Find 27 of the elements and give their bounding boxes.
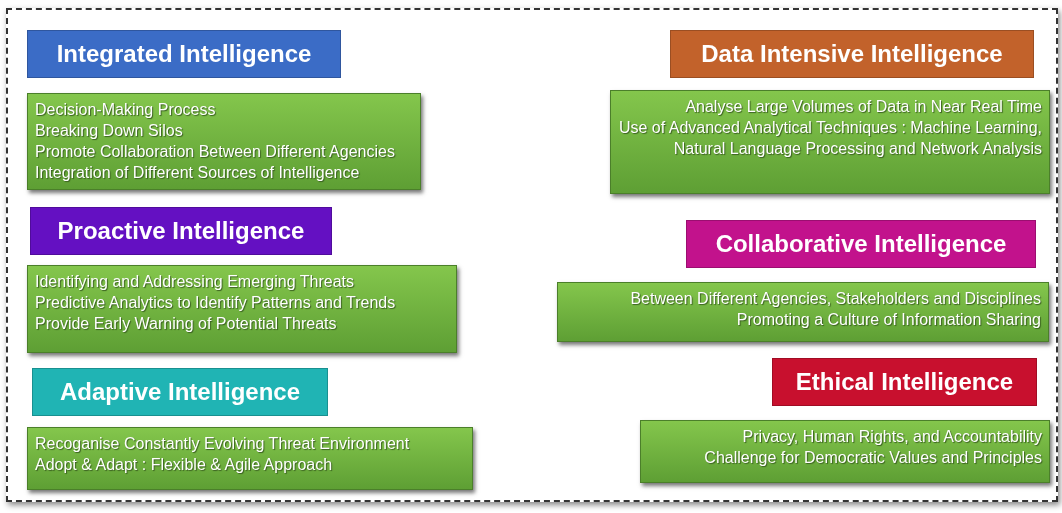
bullet-text: Recoganise Constantly Evolving Threat Environment [35,434,411,454]
bullet-text: Decision-Making Process [35,100,217,120]
heading-banner: Ethical Intelligence [772,358,1037,406]
heading-banner: Integrated Intelligence [27,30,341,78]
bullet-text: Analyse Large Volumes of Data in Near Real Time [684,97,1042,117]
bullet-text: Between Different Agencies, Stakeholders and Disciplines [629,289,1041,309]
bullet-text: Promoting a Culture of Information Sharing [735,310,1041,330]
bullet-text: Use of Advanced Analytical Techniques : Machine Learning, Natural Language Processing and Network Analysis [618,118,1042,159]
bullet-text: Adopt & Adapt : Flexible & Agile Approach [35,455,334,475]
text-panel [640,420,1050,483]
bullet-text: Integration of Different Sources of Intelligence [35,163,361,183]
heading-banner: Data Intensive Intelligence [670,30,1034,78]
text-panel [27,93,421,190]
bullet-text: Promote Collaboration Between Different Agencies [35,142,396,162]
bullet-text: Challenge for Democratic Values and Principles [703,448,1042,468]
bullet-text: Breaking Down Silos [35,121,184,141]
text-panel [557,282,1049,342]
bullet-text: Privacy, Human Rights, and Accountability [741,427,1042,447]
heading-banner: Proactive Intelligence [30,207,332,255]
text-panel [27,265,457,353]
text-panel [610,90,1050,194]
text-panel [27,427,473,490]
bullet-text: Identifying and Addressing Emerging Threats [35,272,355,292]
heading-banner: Adaptive Intelligence [32,368,328,416]
bullet-text: Predictive Analytics to Identify Patterns and Trends [35,293,397,313]
bullet-text: Provide Early Warning of Potential Threats [35,314,338,334]
heading-banner: Collaborative Intelligence [686,220,1036,268]
